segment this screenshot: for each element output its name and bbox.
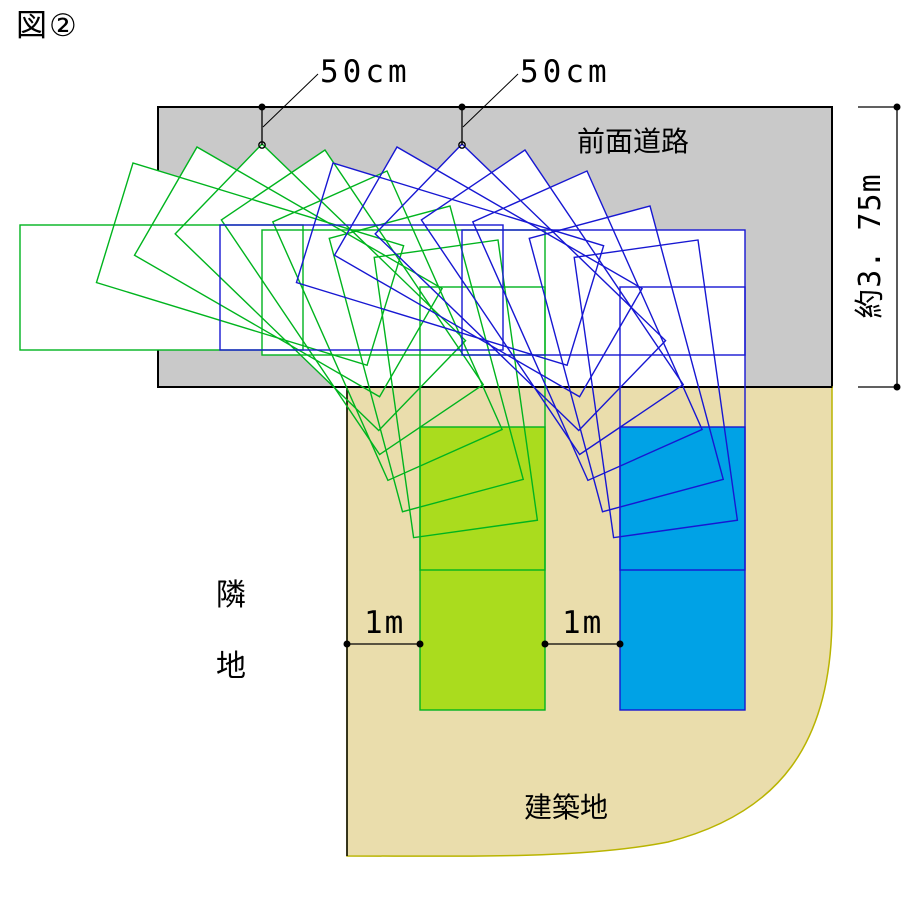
gap-dim-right: 1m (562, 605, 604, 641)
green-car-path-rect (133, 146, 444, 398)
blue-car-parked (620, 427, 745, 710)
blue-car-path-rect (619, 286, 746, 571)
neighbor-land-label-1: 隣 (216, 578, 246, 613)
dimension-dot (343, 640, 351, 648)
front-road-label: 前面道路 (577, 125, 690, 158)
blue-car-path-rect (219, 224, 504, 351)
dimension-dot (541, 640, 549, 648)
clearance-corner-circle (458, 141, 466, 149)
green-car-parked (420, 427, 545, 710)
dimension-dot (258, 103, 266, 111)
blue-car-path-rect (333, 146, 644, 398)
figure-title: 図② (16, 8, 79, 44)
clearance-leader (262, 73, 319, 128)
dimension-dot (893, 103, 901, 111)
green-car-path-rect (95, 162, 405, 367)
dimension-dot (893, 383, 901, 391)
clearance-dim-left: 50cm (320, 54, 411, 90)
dimension-dot (616, 640, 624, 648)
blue-car-path-rect (573, 239, 739, 539)
blue-car-sweep-fill (462, 230, 745, 355)
green-car-path-rect (419, 286, 546, 571)
blue-car-path-rect (295, 162, 605, 367)
dimension-dot (458, 103, 466, 111)
green-car-path-rect (19, 224, 304, 351)
blue-car-path-rect (461, 229, 746, 356)
clearance-leader (462, 73, 519, 128)
dimension-dot (416, 640, 424, 648)
gap-dim-left: 1m (364, 605, 406, 641)
neighbor-land-label-2: 地 (216, 649, 246, 684)
blue-car-sweep-fill (220, 225, 503, 350)
road-width-dim: 約3. 75m (853, 173, 888, 319)
blue-car-path-rect (528, 205, 725, 513)
clearance-dim-right: 50cm (520, 54, 611, 90)
blue-car-path-rect (471, 170, 704, 482)
building-site-label: 建築地 (524, 791, 609, 824)
green-car-path-rect (261, 229, 546, 356)
clearance-corner-circle (258, 141, 266, 149)
green-car-path-rect (373, 239, 539, 539)
